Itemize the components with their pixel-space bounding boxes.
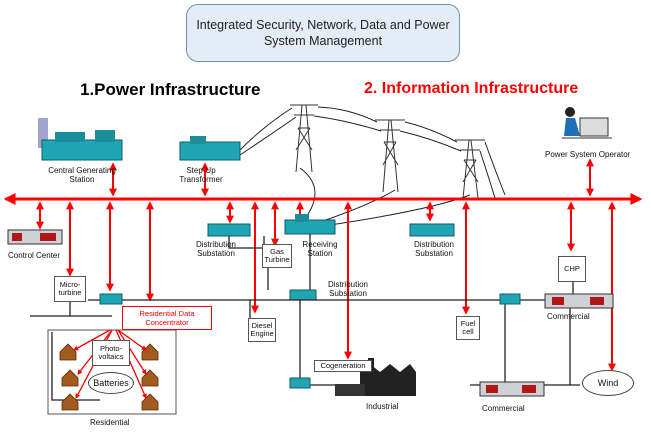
receiving-station-label: Receiving Station — [302, 240, 338, 258]
power-infrastructure-heading: 1.Power Infrastructure — [80, 80, 261, 99]
power-system-operator-icon — [562, 107, 612, 139]
distribution-substation-left-label: Distribution Substation — [195, 240, 236, 258]
fuel-cell-box: Fuel cell — [456, 316, 480, 340]
information-infrastructure-heading: 2. Information Infrastructure — [364, 80, 579, 97]
transmission-tower-3 — [455, 139, 485, 199]
transmission-tower-2 — [375, 119, 405, 193]
power-system-operator-label: Power System Operator — [545, 150, 631, 159]
residential-data-concentrator-box: Residential Data Concentrator — [122, 306, 212, 330]
industrial-label: Industrial — [366, 402, 399, 411]
distribution-substation-right-label: Distribution Substation — [413, 240, 454, 258]
control-center-label: Control Center — [8, 251, 61, 260]
diesel-engine-box: Diesel Engine — [248, 318, 276, 342]
diagram-title: Integrated Security, Network, Data and P… — [186, 4, 460, 62]
residential-label: Residential — [90, 418, 130, 427]
cogeneration-box: Cogeneration — [314, 360, 372, 372]
distribution-substation-mid-icon — [289, 289, 317, 301]
receiving-station-icon — [284, 214, 336, 235]
wind-blob: Wind — [582, 370, 634, 396]
control-center-icon — [7, 229, 63, 245]
industrial-factory-icon — [335, 358, 416, 396]
step-up-transformer-label: Step-Up Transformer — [179, 166, 223, 184]
transmission-wires — [239, 106, 506, 226]
step-up-transformer-icon — [179, 136, 241, 161]
information-links — [36, 158, 616, 372]
batteries-blob: Batteries — [88, 372, 134, 394]
commercial-right-icon — [544, 293, 614, 309]
commercial-right-label: Commercial — [547, 312, 590, 321]
distribution-substation-mid-label: Distribution Substation — [327, 280, 368, 298]
photovoltaics-box: Photo-voltaics — [92, 340, 130, 366]
microturbine-box: Micro-turbine — [54, 276, 86, 302]
central-generating-station-icon — [38, 118, 123, 161]
commercial-bottom-icon — [479, 381, 545, 397]
distribution-substation-right-icon — [409, 223, 455, 237]
chp-box: CHP — [558, 256, 586, 282]
commercial-bottom-label: Commercial — [482, 404, 525, 413]
transmission-tower-1 — [290, 104, 318, 173]
central-station-label: Central Generating Station — [48, 166, 116, 184]
gas-turbine-box: Gas Turbine — [262, 244, 292, 268]
feeder-node-icons — [99, 293, 521, 389]
distribution-substation-left-icon — [207, 223, 251, 237]
